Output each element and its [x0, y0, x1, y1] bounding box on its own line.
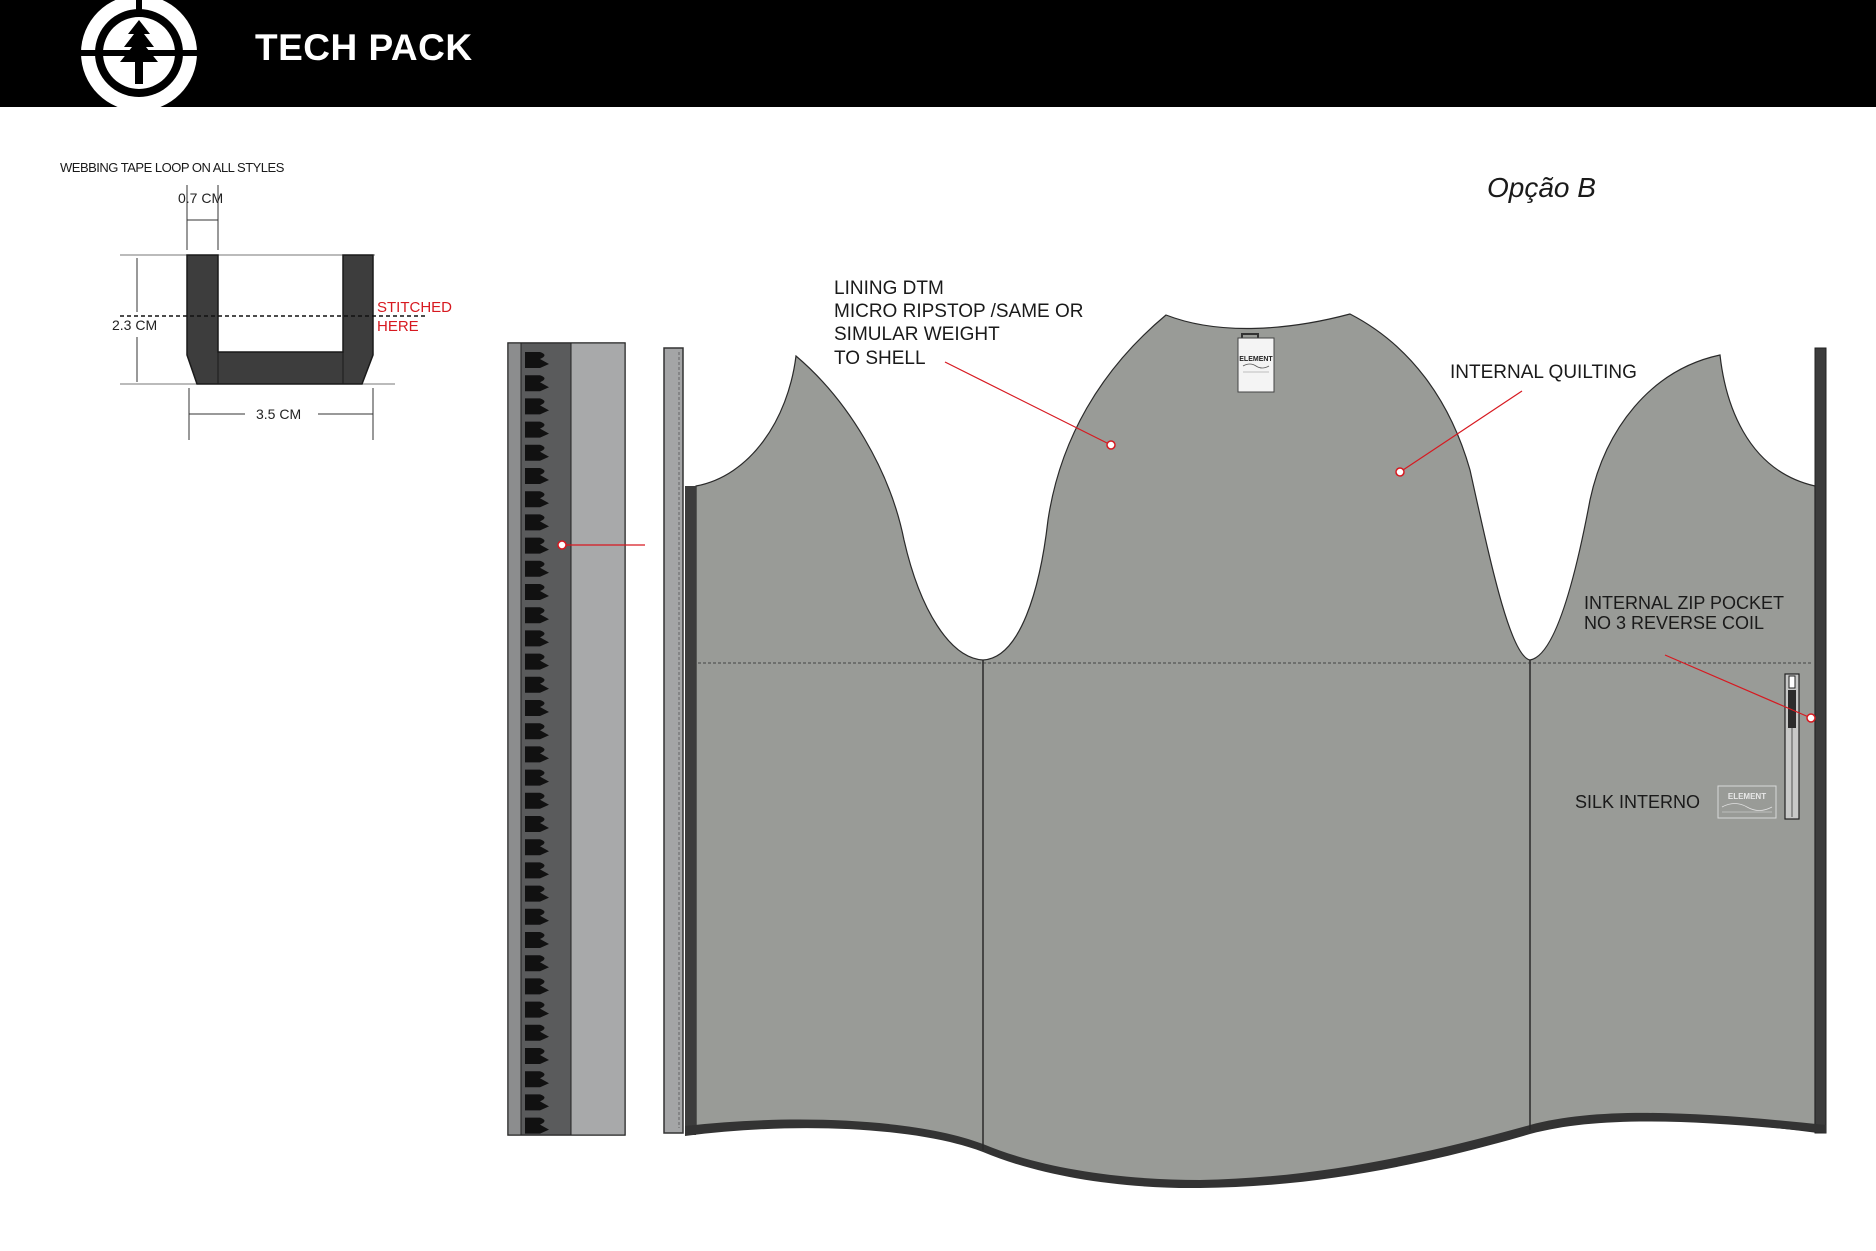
zipper-tooth — [525, 746, 549, 763]
callout-zip-pocket: INTERNAL ZIP POCKET NO 3 REVERSE COIL — [1584, 593, 1816, 723]
placket-strip — [663, 347, 684, 1134]
zipper-tooth — [525, 955, 549, 972]
zipper-tooth — [525, 560, 549, 577]
zipper-tooth — [525, 978, 549, 995]
zipper-tooth — [525, 653, 549, 670]
zipper-tooth — [525, 816, 549, 832]
dim-height: 2.3 CM — [112, 317, 157, 333]
zipper-tooth — [525, 908, 549, 925]
zipper-tooth — [525, 375, 549, 392]
neck-label: ELEMENT — [1237, 333, 1275, 393]
zipper-tooth — [525, 862, 549, 879]
option-label: Opção B — [1487, 172, 1596, 203]
callout-silk-text: SILK INTERNO — [1575, 792, 1700, 812]
neck-label-brand: ELEMENT — [1239, 356, 1273, 363]
zipper-tooth — [525, 1048, 549, 1064]
zipper-tooth — [525, 398, 549, 415]
dim-width-top: 0.7 CM — [178, 190, 223, 206]
zipper-tooth — [525, 932, 549, 948]
zipper-tooth — [525, 630, 549, 647]
zipper-tooth — [525, 537, 549, 554]
stitched-label-2: HERE — [377, 318, 419, 335]
zipper-tooth — [525, 769, 549, 786]
zipper-tooth — [525, 514, 549, 531]
silk-label-brand: ELEMENT — [1728, 792, 1766, 801]
header-bar: TECH PACK — [0, 0, 1876, 107]
webbing-loop-detail: WEBBING TAPE LOOP ON ALL STYLES 0.7 CM 2… — [60, 160, 452, 440]
zipper-tooth — [525, 792, 549, 809]
callout-zip-pocket-text: INTERNAL ZIP POCKET NO 3 REVERSE COIL — [1584, 593, 1789, 633]
callout-lining-text: LINING DTM MICRO RIPSTOP /SAME OR SIMULA… — [834, 278, 1089, 369]
callout-quilting: INTERNAL QUILTING — [1395, 362, 1637, 477]
webbing-title: WEBBING TAPE LOOP ON ALL STYLES — [60, 160, 285, 175]
zipper-tooth — [525, 1117, 549, 1134]
zipper-tooth — [525, 839, 549, 856]
page-title: TECH PACK — [255, 27, 473, 68]
zipper-tooth — [525, 352, 549, 368]
zipper-tooth — [525, 1024, 549, 1041]
zipper-tooth — [525, 1094, 549, 1111]
element-logo-icon — [81, 0, 198, 107]
zipper-tooth — [525, 676, 549, 693]
zipper-tooth — [525, 1071, 549, 1088]
zipper-tooth — [525, 421, 549, 438]
zipper-tooth — [525, 468, 549, 484]
internal-zip-pocket — [1784, 673, 1800, 820]
lining-panel — [685, 313, 1827, 1189]
silk-label: ELEMENT — [1717, 785, 1777, 819]
zipper-tooth — [525, 885, 549, 902]
zipper-detail — [507, 342, 645, 1136]
zipper-tooth — [525, 607, 549, 624]
zipper-tooth — [525, 723, 549, 740]
dim-width-bottom: 3.5 CM — [256, 406, 301, 422]
zipper-tooth — [525, 584, 549, 600]
zipper-tooth — [525, 491, 549, 508]
zipper-tooth — [525, 700, 549, 716]
stitched-label: STITCHED — [377, 299, 452, 316]
callout-quilting-text: INTERNAL QUILTING — [1450, 362, 1637, 383]
zipper-tooth — [525, 1001, 549, 1018]
zipper-tooth — [525, 444, 549, 461]
callout-lining: LINING DTM MICRO RIPSTOP /SAME OR SIMULA… — [834, 278, 1116, 450]
